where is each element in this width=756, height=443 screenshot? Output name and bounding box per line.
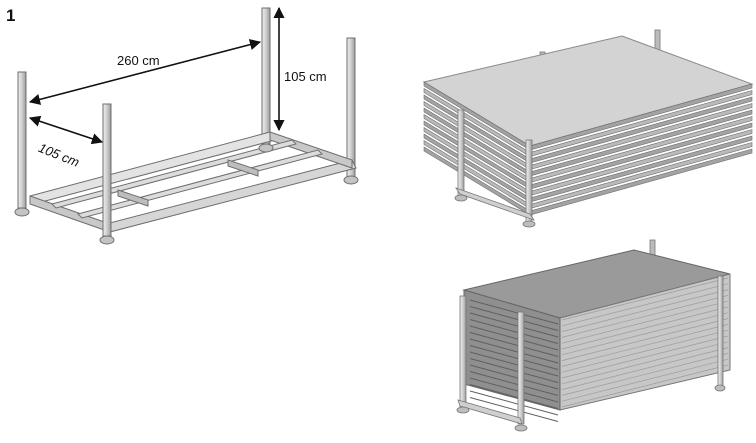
step-number: 1 — [6, 6, 16, 25]
fold-line — [469, 371, 559, 396]
fold-line — [469, 312, 559, 338]
side-line — [561, 306, 729, 350]
side-line — [561, 312, 729, 356]
back-right-post — [261, 7, 271, 145]
cross-bar-1 — [51, 139, 297, 209]
side-line — [561, 318, 729, 361]
fold-line — [469, 364, 559, 390]
length-arrow — [28, 39, 262, 105]
fold-line — [469, 306, 559, 331]
fold-line — [469, 358, 559, 383]
side-line — [561, 364, 729, 408]
dimension-arrows — [28, 6, 285, 145]
fold-line — [469, 319, 559, 344]
side-line — [561, 277, 729, 321]
back-far-post — [346, 37, 356, 179]
height-dimension-label: 105 cm — [284, 69, 327, 84]
side-line — [561, 289, 729, 332]
foot-1 — [14, 207, 30, 217]
fold-line — [469, 397, 559, 422]
folded-post-right — [517, 311, 525, 425]
front-left-post — [17, 71, 27, 209]
fold-line — [469, 390, 559, 416]
flat-post-left — [457, 109, 465, 197]
brace-1 — [117, 189, 149, 207]
length-dimension-label: 260 cm — [117, 53, 160, 68]
flat-post-right — [525, 139, 533, 223]
side-line — [561, 283, 729, 327]
side-line — [561, 353, 729, 396]
foot-3 — [343, 175, 359, 185]
fold-line — [469, 332, 559, 357]
width-arrow — [28, 115, 104, 145]
folded-panel-stack — [456, 239, 731, 432]
flat-panel-stack — [422, 29, 754, 228]
side-line — [561, 358, 729, 402]
side-line — [561, 341, 729, 385]
foot-4 — [258, 143, 274, 153]
brace-2 — [227, 159, 259, 177]
fold-line — [469, 377, 559, 403]
front-mid-post — [102, 103, 112, 237]
side-line — [561, 335, 729, 379]
foot-2 — [99, 235, 115, 245]
fold-lines — [469, 277, 729, 422]
side-line — [561, 324, 729, 367]
side-line — [561, 347, 729, 390]
side-line — [561, 295, 729, 338]
fold-line — [469, 384, 559, 409]
side-line — [561, 300, 729, 344]
empty-rack-frame — [14, 7, 359, 245]
fold-line — [469, 299, 559, 325]
fold-line — [469, 345, 559, 370]
fold-line — [469, 338, 559, 364]
stack-edges — [423, 81, 753, 216]
fold-line — [469, 351, 559, 377]
side-line — [561, 329, 729, 373]
fold-line — [469, 325, 559, 351]
folded-post-left — [459, 295, 467, 409]
